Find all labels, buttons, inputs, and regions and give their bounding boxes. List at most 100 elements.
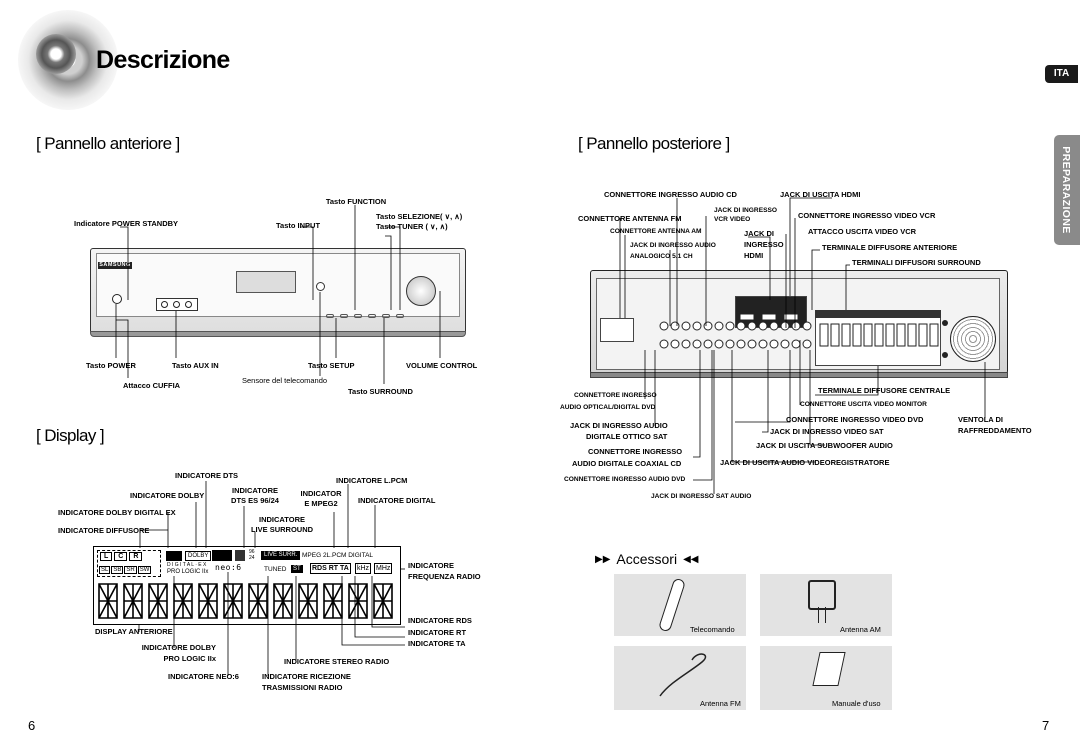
- label-ind-dts-es-b: DTS ES 96/24: [231, 496, 279, 505]
- label-coax-a: CONNETTORE INGRESSO: [588, 447, 683, 456]
- label-optical-b: AUDIO OPTICAL/DIGITAL DVD: [560, 404, 656, 411]
- disp-mpeg: MPEG 2L.PCM DIGITAL: [302, 552, 374, 559]
- label-dig-ott-b: DIGITALE OTTICO SAT: [586, 432, 668, 441]
- disp-st: ST: [291, 565, 303, 573]
- label-display-anteriore: DISPLAY ANTERIORE: [95, 627, 173, 636]
- label-attacco-cuffia: Attacco CUFFIA: [123, 381, 181, 390]
- label-vcr-a: JACK DI INGRESSO: [714, 207, 778, 214]
- disp-khz: kHz: [355, 563, 372, 574]
- rca-jack: [681, 321, 691, 331]
- label-tasto-setup: Tasto SETUP: [308, 361, 355, 370]
- label-antenna-am: CONNETTORE ANTENNA AM: [610, 228, 702, 235]
- hdmi-port: [783, 313, 799, 321]
- page-title: Descrizione: [96, 46, 230, 74]
- label-ind-dts-es-a: INDICATORE: [232, 486, 278, 495]
- page-number-left: 6: [28, 718, 36, 733]
- accessori-heading: ▶▶ Accessori ◀◀: [595, 551, 699, 567]
- rca-jack: [780, 321, 790, 331]
- rca-jack: [681, 339, 691, 349]
- caption-manuale: Manuale d'uso: [832, 699, 881, 708]
- label-optical-a: CONNETTORE INGRESSO: [574, 392, 657, 399]
- speaker-terminal: [885, 323, 895, 347]
- disp-mhz: MHz: [374, 563, 393, 574]
- rca-jack: [692, 321, 702, 331]
- label-audio-dvd: CONNETTORE INGRESSO AUDIO DVD: [564, 476, 686, 483]
- label-ind-dolby-pl-a: INDICATORE DOLBY: [141, 643, 216, 652]
- rca-jack: [747, 321, 757, 331]
- rca-jack: [736, 339, 746, 349]
- rear-heading: [ Pannello posteriore ]: [578, 134, 730, 153]
- label-tasto-function: Tasto FUNCTION: [325, 197, 387, 206]
- cooling-fan-icon: [950, 316, 996, 362]
- label-ind-diffusore: INDICATORE DIFFUSORE: [58, 526, 150, 535]
- label-hdmi-in-a: JACK DI: [744, 229, 775, 238]
- speaker-terminal: [896, 323, 906, 347]
- volume-knob[interactable]: [406, 276, 436, 306]
- label-vcr-b: VCR VIDEO: [714, 216, 751, 223]
- rca-jack: [714, 339, 724, 349]
- speaker-terminal: [852, 323, 862, 347]
- label-video-dvd: CONNETTORE INGRESSO VIDEO DVD: [786, 415, 924, 424]
- hdmi-port: [761, 313, 777, 321]
- speaker-terminal: [929, 323, 939, 347]
- label-power-standby: Indicatore POWER STANDBY: [74, 219, 179, 228]
- label-ind-mpeg-a: INDICATOR: [300, 489, 342, 498]
- speaker-lcr: L C R: [100, 552, 143, 561]
- rca-jack: [703, 339, 713, 349]
- label-ind-freq-b: FREQUENZA RADIO: [408, 572, 481, 581]
- speaker-terminal: [830, 323, 840, 347]
- rca-jack: [736, 321, 746, 331]
- label-ind-dolby-pl-b: PRO LOGIC IIx: [163, 654, 216, 663]
- speaker-terminal: [863, 323, 873, 347]
- label-uscita-vcr: ATTACCO USCITA VIDEO VCR: [808, 227, 917, 236]
- segment-digit-cell: [298, 583, 318, 619]
- page-number-right: 7: [1042, 718, 1050, 733]
- speaker-terminal: [907, 323, 917, 347]
- rca-jack: [670, 339, 680, 349]
- segment-digit-cell: [98, 583, 118, 619]
- rca-jack: [725, 321, 735, 331]
- segment-digit-cell: [273, 583, 293, 619]
- side-tab: [1054, 135, 1080, 245]
- label-subwoofer: JACK DI USCITA SUBWOOFER AUDIO: [756, 441, 893, 450]
- rca-jack: [780, 339, 790, 349]
- label-video-vcr: CONNETTORE INGRESSO VIDEO VCR: [798, 211, 936, 220]
- label-coax-b: AUDIO DIGITALE COAXIAL CD: [572, 459, 682, 468]
- disp-rds: RDS RT TA: [310, 563, 351, 574]
- label-audio-vr: JACK DI USCITA AUDIO VIDEOREGISTRATORE: [720, 458, 890, 467]
- label-ind-freq-a: INDICATORE: [408, 561, 454, 570]
- label-dig-ott-a: JACK DI INGRESSO AUDIO: [570, 421, 668, 430]
- caption-antenna-fm: Antenna FM: [700, 699, 741, 708]
- rca-jack: [791, 321, 801, 331]
- label-vent-b: RAFFREDDAMENTO: [958, 426, 1032, 435]
- label-tasto-aux-in: Tasto AUX IN: [172, 361, 219, 370]
- disp-pro-logic: PRO LOGIC IIx: [167, 569, 209, 575]
- power-button[interactable]: [112, 294, 122, 304]
- rca-jack: [714, 321, 724, 331]
- accessory-am-antenna-card: [760, 574, 892, 636]
- label-ind-dts: INDICATORE DTS: [175, 471, 239, 480]
- segment-digit-cell: [123, 583, 143, 619]
- label-tasto-power: Tasto POWER: [86, 361, 136, 370]
- speaker-terminal: [874, 323, 884, 347]
- label-tasto-input: Tasto INPUT: [276, 221, 321, 230]
- label-term-cen: TERMINALE DIFFUSORE CENTRALE: [818, 386, 951, 395]
- rca-jack: [747, 339, 757, 349]
- label-ind-rt: INDICATORE RT: [408, 628, 467, 637]
- es-logo-icon: [235, 550, 245, 561]
- label-ind-live-a: INDICATORE: [259, 515, 305, 524]
- disp-digital-ex: D I G I T A L · E X: [167, 562, 207, 568]
- rca-jack: [802, 321, 812, 331]
- speaker-terminal: [918, 323, 928, 347]
- label-ind-ta: INDICATORE TA: [408, 639, 466, 648]
- label-ind-neo6: INDICATORE NEO:6: [168, 672, 239, 681]
- double-arrow-right-icon: ▶▶: [595, 553, 611, 565]
- rca-jack: [802, 339, 812, 349]
- am-antenna-icon: [808, 580, 836, 610]
- label-monitor: CONNETTORE USCITA VIDEO MONITOR: [800, 401, 927, 408]
- caption-telecomando: Telecomando: [690, 625, 735, 634]
- label-analog-a: JACK DI INGRESSO AUDIO: [630, 242, 716, 249]
